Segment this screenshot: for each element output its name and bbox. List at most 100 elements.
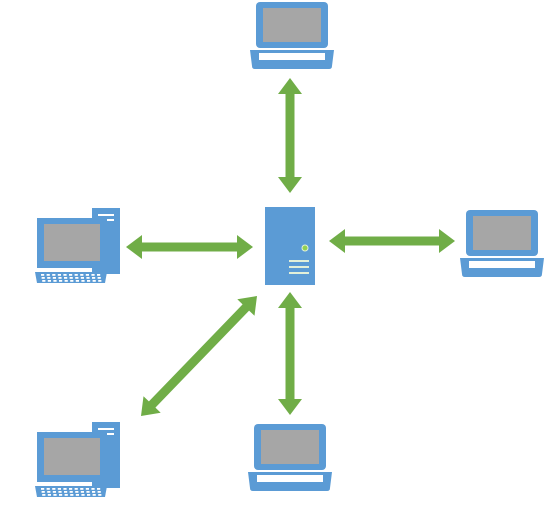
keyboard-key (41, 491, 45, 493)
keyboard-key (80, 277, 84, 279)
keyboard-key (69, 488, 73, 490)
keyboard-key (64, 280, 68, 282)
keyboard-key (74, 274, 78, 276)
keyboard-key (97, 277, 101, 279)
laptop-keyboard (257, 475, 323, 482)
double-arrow-icon (126, 235, 253, 259)
keyboard-key (87, 280, 91, 282)
keyboard-key (64, 277, 68, 279)
desktop-computer-icon (35, 208, 120, 283)
server-vent-line (289, 266, 309, 268)
keyboard-key (47, 491, 51, 493)
keyboard-key (97, 488, 101, 490)
keyboard-key (52, 491, 56, 493)
keyboard-key (80, 491, 84, 493)
double-arrow-icon (278, 292, 302, 415)
keyboard-key (52, 277, 56, 279)
arrow-hub-bottom (278, 292, 302, 415)
keyboard-key (41, 274, 45, 276)
laptop-icon (248, 424, 332, 491)
keyboard-key (64, 494, 68, 496)
laptop-screen (473, 216, 531, 250)
arrow-hub-top (278, 78, 302, 193)
arrow-hub-right (329, 229, 455, 253)
keyboard-key (70, 280, 74, 282)
keyboard-key (75, 494, 79, 496)
keyboard-key (92, 494, 96, 496)
keyboard-key (58, 277, 62, 279)
keyboard-key (81, 494, 85, 496)
keyboard-key (63, 488, 67, 490)
desktop-drive-slot (98, 428, 114, 430)
laptop-keyboard (469, 261, 535, 268)
keyboard-key (70, 494, 74, 496)
server-status-light (301, 244, 309, 252)
keyboard-key (69, 277, 73, 279)
server-icon (265, 207, 315, 285)
keyboard-key (52, 274, 56, 276)
laptop-icon (460, 210, 544, 277)
keyboard-key (53, 494, 57, 496)
keyboard-keys (41, 274, 102, 282)
double-arrow-icon (329, 229, 455, 253)
desktop-computer-icon (35, 422, 120, 497)
double-arrow-icon (141, 296, 257, 416)
server-vent-line (289, 260, 309, 262)
keyboard-key (80, 274, 84, 276)
keyboard-key (47, 277, 51, 279)
keyboard-key (86, 277, 90, 279)
keyboard-key (57, 488, 61, 490)
desktop-screen (44, 224, 100, 261)
laptop-icon (250, 2, 334, 69)
desktop-screen (44, 438, 100, 475)
keyboard-keys (41, 488, 102, 496)
laptop-screen (261, 430, 319, 464)
keyboard-key (69, 491, 73, 493)
desktop-drive-slot (98, 214, 114, 216)
arrow-hub-bottom-left (141, 296, 257, 416)
connections (126, 78, 455, 416)
server-vent-line (289, 272, 309, 274)
keyboard-key (92, 491, 96, 493)
keyboard-key (87, 494, 91, 496)
keyboard-key (59, 280, 63, 282)
keyboard-key (53, 280, 57, 282)
keyboard-key (63, 274, 67, 276)
arrow-hub-left (126, 235, 253, 259)
keyboard-key (47, 280, 51, 282)
keyboard-key (46, 274, 50, 276)
keyboard-key (74, 488, 78, 490)
keyboard-key (75, 277, 79, 279)
laptop-keyboard (259, 53, 325, 60)
keyboard-key (42, 494, 46, 496)
keyboard-key (81, 280, 85, 282)
keyboard-key (98, 494, 102, 496)
keyboard-key (75, 280, 79, 282)
keyboard-key (97, 491, 101, 493)
keyboard-key (41, 277, 45, 279)
double-arrow-icon (278, 78, 302, 193)
keyboard-key (92, 277, 96, 279)
keyboard-key (86, 491, 90, 493)
keyboard-key (64, 491, 68, 493)
keyboard-key (85, 488, 89, 490)
laptop-screen (263, 8, 321, 42)
keyboard-key (80, 488, 84, 490)
keyboard-key (58, 491, 62, 493)
keyboard-key (47, 494, 51, 496)
keyboard-key (91, 274, 95, 276)
keyboard-key (91, 488, 95, 490)
keyboard-key (98, 280, 102, 282)
keyboard-key (57, 274, 61, 276)
keyboard-key (52, 488, 56, 490)
keyboard-key (85, 274, 89, 276)
keyboard-key (97, 274, 101, 276)
keyboard-key (41, 488, 45, 490)
keyboard-key (42, 280, 46, 282)
keyboard-key (75, 491, 79, 493)
keyboard-key (59, 494, 63, 496)
keyboard-key (69, 274, 73, 276)
keyboard-key (46, 488, 50, 490)
keyboard-key (92, 280, 96, 282)
